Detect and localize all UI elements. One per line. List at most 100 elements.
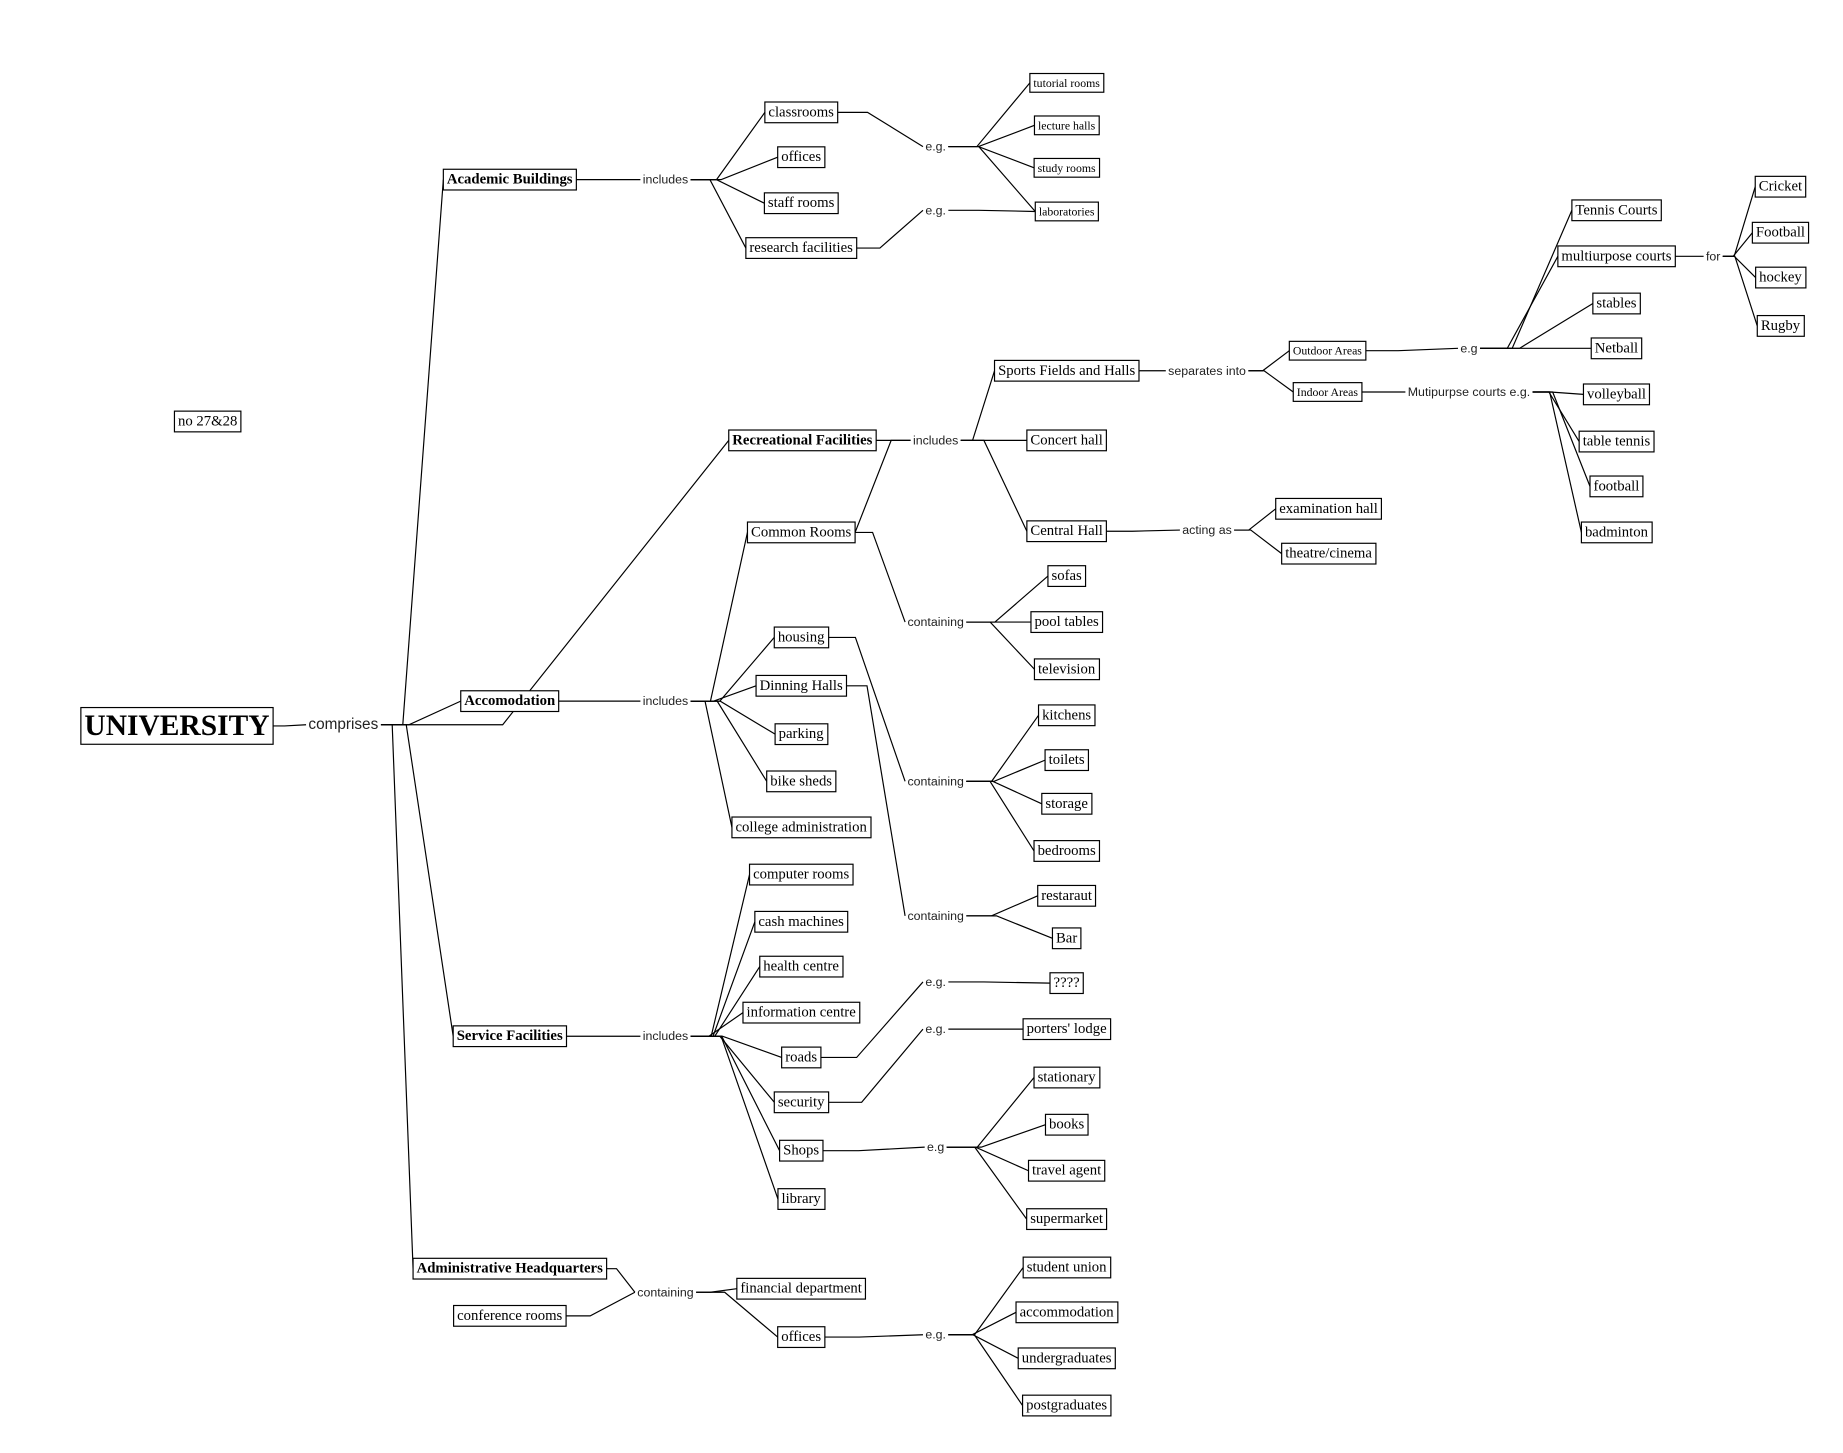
connector-mut-badminton — [1532, 391, 1582, 533]
concept-node-labs: laboratories — [1034, 201, 1099, 222]
connector-research-eg2 — [856, 209, 924, 249]
concept-box — [755, 674, 848, 697]
concept-box — [1041, 792, 1093, 815]
link-label-acting: acting as — [1182, 523, 1232, 537]
concept-node-restaraut: restaraut — [1037, 884, 1097, 907]
link-text: Mutipurpse courts e.g. — [1408, 385, 1530, 399]
concept-text: multiurpose courts — [1561, 248, 1671, 264]
concept-box — [1756, 314, 1805, 337]
concept-box — [1592, 292, 1641, 315]
concept-box — [1022, 1256, 1112, 1279]
link-label-eg2: e.g. — [925, 203, 946, 217]
concept-text: accommodation — [1020, 1304, 1115, 1320]
concept-box — [746, 521, 856, 544]
concept-text: sofas — [1051, 568, 1082, 584]
concept-text: cash machines — [758, 914, 844, 930]
concept-box — [1044, 1113, 1089, 1136]
concept-box — [779, 1139, 824, 1162]
link-text: comprises — [308, 716, 378, 733]
concept-node-indoor: Indoor Areas — [1292, 382, 1363, 402]
concept-node-concert: Concert hall — [1026, 429, 1107, 452]
concept-box — [777, 1188, 826, 1210]
concept-text: volleyball — [1587, 386, 1646, 402]
concept-text: Football — [1756, 225, 1805, 241]
connector-common-cont1 — [855, 531, 906, 623]
concept-box — [1033, 658, 1101, 681]
connector-u-comprises — [273, 724, 307, 727]
concept-box — [1037, 704, 1096, 727]
concept-box — [1037, 884, 1097, 907]
concept-node-classrooms: classrooms — [764, 101, 839, 124]
connector-sep-indoor — [1248, 370, 1294, 393]
concept-node-parking: parking — [774, 723, 829, 746]
concept-node-kitchens: kitchens — [1037, 704, 1096, 727]
connector-cont1-tv — [966, 621, 1035, 670]
concept-node-financial: financial department — [736, 1277, 867, 1300]
concept-node-offices2: offices — [777, 1326, 826, 1349]
concept-node-netball: Netball — [1590, 337, 1643, 360]
concept-box — [1033, 1066, 1101, 1089]
concept-node-u: UNIVERSITY — [80, 706, 274, 745]
concept-node-library: library — [777, 1188, 826, 1210]
concept-node-volley: volleyball — [1582, 383, 1651, 406]
link-label-eg4: e.g. — [925, 975, 946, 989]
link-label-inc1: includes — [643, 173, 688, 187]
concept-node-storage: storage — [1041, 792, 1093, 815]
concept-text: Tennis Courts — [1575, 202, 1657, 218]
concept-text: financial department — [740, 1281, 862, 1297]
connector-eg7-pg — [948, 1334, 1024, 1406]
concept-node-hockey: hockey — [1755, 266, 1807, 289]
concept-text: Concert hall — [1030, 432, 1102, 448]
concept-text: bedrooms — [1038, 843, 1096, 859]
connector-eg6-books — [946, 1124, 1046, 1148]
concept-text: Rugby — [1761, 318, 1801, 334]
concept-node-stables: stables — [1592, 292, 1641, 315]
link-text: for — [1706, 249, 1720, 263]
connector-ah-contah — [606, 1268, 636, 1293]
concept-node-rf: Recreational Facilities — [728, 429, 877, 452]
concept-box — [773, 1091, 830, 1114]
link-text: e.g. — [925, 975, 946, 989]
concept-node-pool: pool tables — [1030, 611, 1104, 634]
concept-text: health centre — [763, 959, 839, 975]
concept-box — [1026, 429, 1107, 452]
concept-text: supermarket — [1030, 1211, 1103, 1227]
concept-box — [773, 626, 830, 649]
concept-box — [774, 723, 829, 746]
connector-security-eg5 — [828, 1028, 924, 1103]
concept-box — [1027, 1159, 1106, 1182]
concept-node-tv: television — [1033, 658, 1101, 681]
concept-text: information centre — [747, 1005, 857, 1021]
connector-contah-offices2 — [696, 1291, 779, 1338]
concept-box — [1754, 175, 1807, 198]
link-text: acting as — [1182, 523, 1232, 537]
concept-node-central: Central Hall — [1026, 520, 1107, 543]
concept-text: housing — [778, 629, 825, 645]
concept-box — [1051, 927, 1082, 950]
connector-cont2-toilets — [966, 759, 1046, 782]
concept-node-computer: computer rooms — [748, 863, 854, 886]
link-label-eg7: e.g. — [925, 1328, 946, 1342]
link-label-eg3: e.g — [1460, 341, 1477, 355]
concept-box — [1026, 1208, 1108, 1231]
connector-cont2-storage — [966, 780, 1043, 805]
connector-inc3-college — [690, 700, 733, 828]
concept-node-rugby: Rugby — [1756, 314, 1805, 337]
link-label-comprises: comprises — [308, 716, 378, 733]
concept-box — [1582, 383, 1651, 406]
concept-box — [1580, 521, 1653, 544]
concept-node-info: information centre — [742, 1001, 861, 1024]
link-label-contah: containing — [637, 1285, 694, 1299]
concept-node-ah: Administrative Headquarters — [412, 1257, 608, 1280]
concept-node-theatre: theatre/cinema — [1281, 542, 1377, 565]
link-text: containing — [907, 774, 964, 788]
link-label-mut: Mutipurpse courts e.g. — [1408, 385, 1530, 399]
concept-box — [764, 101, 839, 124]
concept-text: Netball — [1595, 340, 1638, 356]
connector-inc2-common — [854, 439, 911, 533]
concept-node-health: health centre — [759, 955, 844, 978]
connector-eg6-stationary — [946, 1077, 1035, 1148]
connector-shops-eg6 — [822, 1146, 925, 1152]
concept-node-exam: examination hall — [1275, 497, 1382, 520]
